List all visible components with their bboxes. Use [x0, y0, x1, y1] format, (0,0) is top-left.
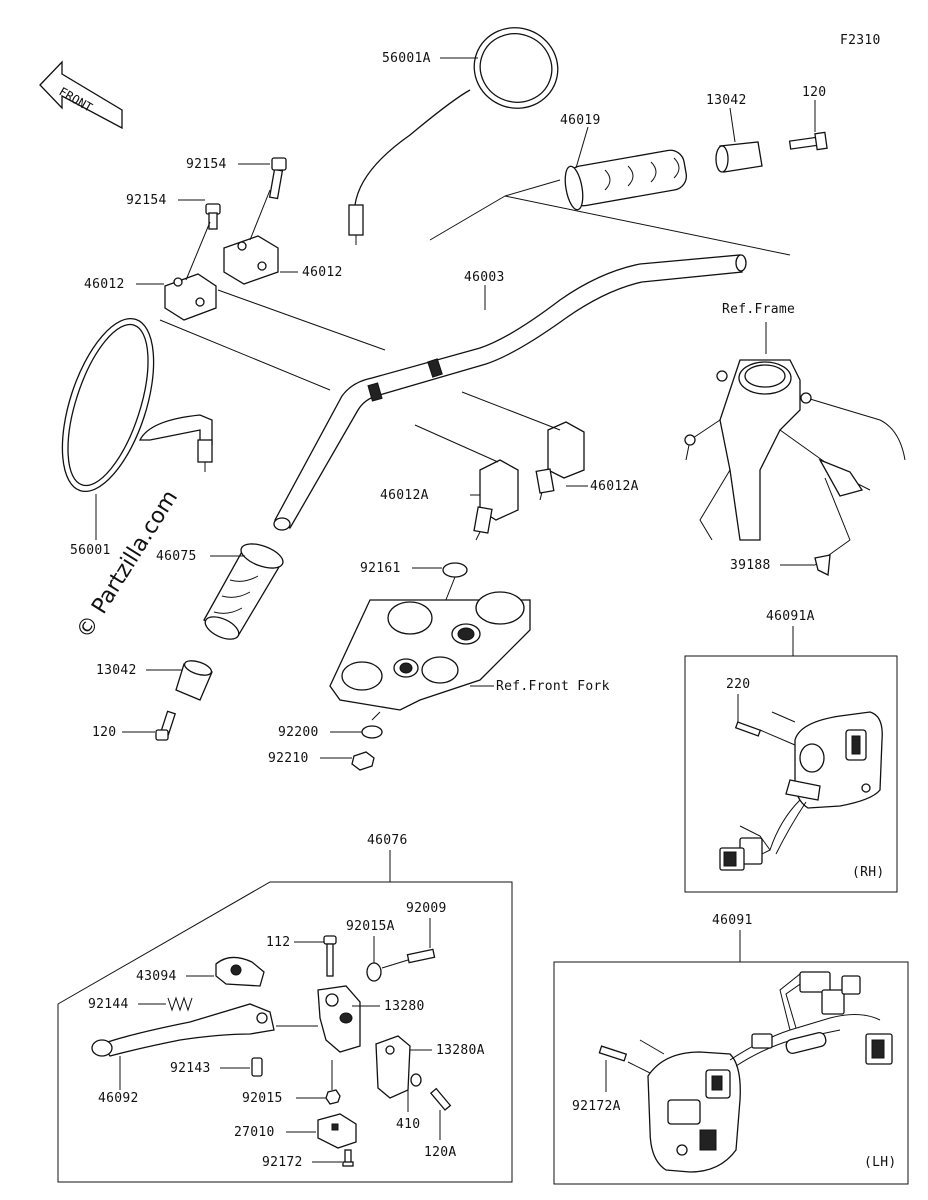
label-46012A-right: 46012A: [590, 479, 639, 494]
triple-clamp-reference: [329, 591, 531, 711]
switch-housing-lh: [647, 971, 893, 1173]
screw-92172A: [598, 1045, 628, 1062]
lever-holder-13280: [317, 985, 361, 1053]
watermark: © Partzilla.com: [72, 486, 183, 643]
front-arrow-icon: FRONT: [39, 60, 123, 130]
box-46091: [553, 961, 909, 1185]
label-46012-left: 46012: [84, 277, 125, 292]
label-13042-top: 13042: [706, 93, 747, 108]
bushing-92015A: [366, 962, 382, 982]
label-410: 410: [396, 1117, 420, 1132]
switch-housing-rh: [719, 711, 883, 871]
label-43094: 43094: [136, 969, 177, 984]
label-92161: 92161: [360, 561, 401, 576]
label-46075: 46075: [156, 549, 197, 564]
label-92009: 92009: [406, 901, 447, 916]
lever-46092: [91, 1003, 275, 1057]
label-120-bottom: 120: [92, 725, 116, 740]
label-92154-upper: 92154: [186, 157, 227, 172]
clamp-46012-right: [223, 235, 279, 285]
label-rh: (RH): [852, 865, 885, 880]
bolt-112: [323, 935, 337, 977]
label-46092: 46092: [98, 1091, 139, 1106]
washer-92161: [442, 562, 468, 578]
label-ref-front-fork: Ref.Front Fork: [496, 679, 610, 694]
label-92143: 92143: [170, 1061, 211, 1076]
screw-92009: [406, 948, 436, 964]
label-27010: 27010: [234, 1125, 275, 1140]
riser-46012A-left: [473, 459, 519, 541]
label-92172A: 92172A: [572, 1099, 621, 1114]
nut-92210: [351, 751, 375, 771]
bolt-92154-upper: [268, 157, 287, 200]
screw-92172: [342, 1149, 354, 1167]
grip-right: [564, 149, 688, 211]
label-39188: 39188: [730, 558, 771, 573]
bolt-120-right: [788, 131, 828, 151]
label-13042-bottom: 13042: [96, 663, 137, 678]
label-46076: 46076: [367, 833, 408, 848]
box-46091A: [684, 655, 898, 893]
riser-46012A-right: [535, 421, 585, 501]
screw-220: [734, 721, 762, 737]
switch-27010: [317, 1113, 357, 1149]
label-112: 112: [266, 935, 290, 950]
bar-end-weight-left: [175, 660, 213, 701]
washer-410: [410, 1073, 422, 1087]
frame-reference: [684, 359, 906, 541]
bar-end-weight-right: [715, 141, 763, 173]
nut-92015: [325, 1089, 341, 1105]
label-56001: 56001: [70, 543, 111, 558]
label-46003: 46003: [464, 270, 505, 285]
mirror-left: [61, 317, 213, 493]
label-92144: 92144: [88, 997, 129, 1012]
label-92172: 92172: [262, 1155, 303, 1170]
label-120A: 120A: [424, 1145, 457, 1160]
label-120-top: 120: [802, 85, 826, 100]
label-46091: 46091: [712, 913, 753, 928]
lever-holder-clamp-13280A: [375, 1035, 411, 1099]
label-46012-right: 46012: [302, 265, 343, 280]
switch-43094: [215, 956, 265, 987]
label-46012A-left: 46012A: [380, 488, 429, 503]
label-13280A: 13280A: [436, 1043, 485, 1058]
label-92015A: 92015A: [346, 919, 395, 934]
washer-92200: [361, 725, 383, 739]
bolt-120-left: [155, 710, 177, 741]
collar-92143: [251, 1057, 263, 1077]
handlebar-46003: [273, 254, 747, 531]
label-220: 220: [726, 677, 750, 692]
label-92200: 92200: [278, 725, 319, 740]
grip-left: [203, 543, 284, 640]
label-13280: 13280: [384, 999, 425, 1014]
spring-92144: [167, 996, 193, 1012]
label-92154-lower: 92154: [126, 193, 167, 208]
figure-code: F2310: [840, 33, 881, 48]
label-92210: 92210: [268, 751, 309, 766]
label-lh: (LH): [864, 1155, 897, 1170]
bolt-92154-lower: [205, 203, 221, 230]
screw-120A: [429, 1087, 452, 1111]
box-46076: [57, 881, 513, 1183]
clamp-46012-left: [164, 273, 217, 321]
label-92015: 92015: [242, 1091, 283, 1106]
label-46091A: 46091A: [766, 609, 815, 624]
label-46019: 46019: [560, 113, 601, 128]
label-ref-frame: Ref.Frame: [722, 302, 795, 317]
mirror-right: [348, 27, 559, 245]
label-56001A: 56001A: [382, 51, 431, 66]
